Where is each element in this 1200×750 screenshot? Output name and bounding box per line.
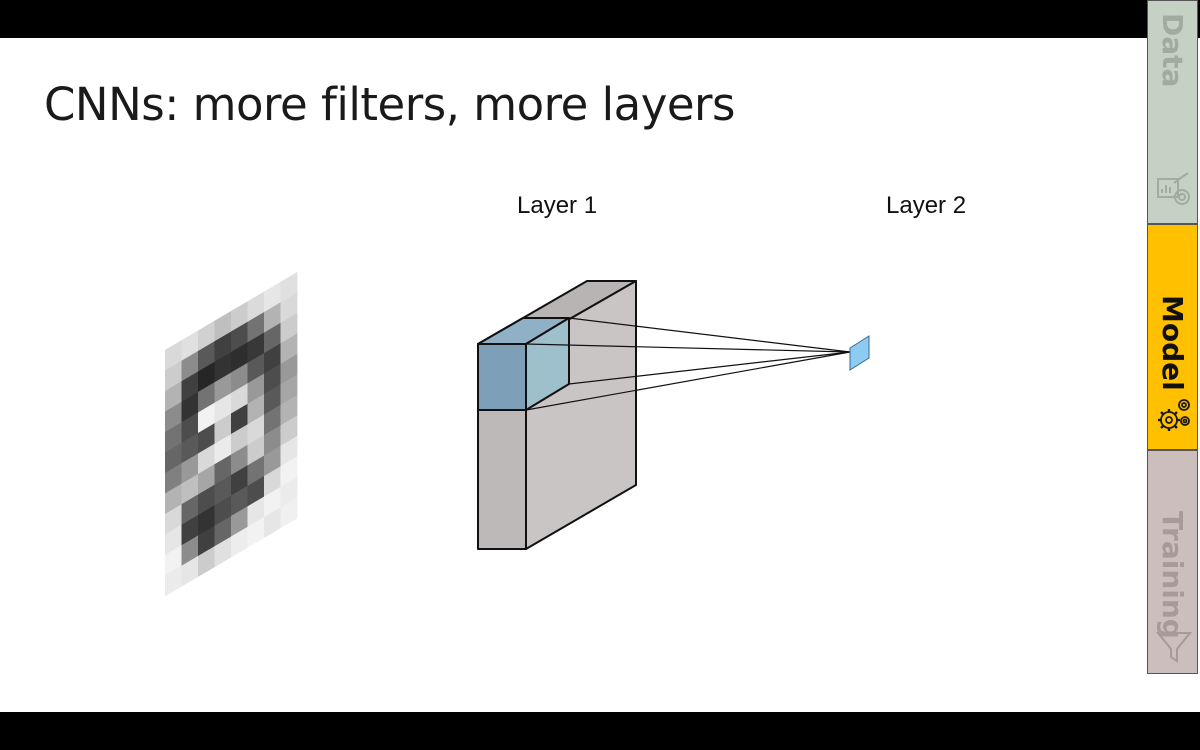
- funnel-icon: [1155, 632, 1193, 663]
- cnn-diagram: [165, 271, 870, 597]
- gears-icon: [1158, 399, 1190, 431]
- tab-data-label: Data: [1156, 13, 1189, 88]
- layer-1-volume: [477, 280, 637, 550]
- connection-lines: [525, 317, 851, 411]
- tab-training[interactable]: Training: [1147, 450, 1198, 674]
- layer-2-output-cell: [849, 335, 870, 371]
- input-pixel: [214, 536, 232, 568]
- input-pixel: [198, 546, 215, 577]
- layer-1-label: Layer 1: [517, 192, 598, 219]
- input-pixel: [264, 507, 281, 538]
- slide: CNNs: more filters, more layers Layer 1 …: [0, 38, 1200, 712]
- input-pixel: [165, 565, 182, 597]
- input-pixel: [181, 555, 199, 587]
- section-sidebar: Data Model: [1146, 0, 1200, 674]
- tab-training-label: Training: [1156, 511, 1189, 639]
- input-pixel: [280, 497, 298, 529]
- page-title: CNNs: more filters, more layers: [44, 78, 735, 131]
- tab-data[interactable]: Data: [1147, 0, 1198, 224]
- layer-2-label: Layer 2: [886, 192, 967, 219]
- tab-model-label: Model: [1156, 295, 1189, 391]
- chart-gear-icon: [1157, 172, 1190, 205]
- tab-model[interactable]: Model: [1147, 224, 1198, 450]
- input-image: [165, 271, 298, 597]
- input-pixel: [231, 526, 248, 558]
- input-pixel: [247, 516, 265, 548]
- filter-front-face: [477, 343, 527, 411]
